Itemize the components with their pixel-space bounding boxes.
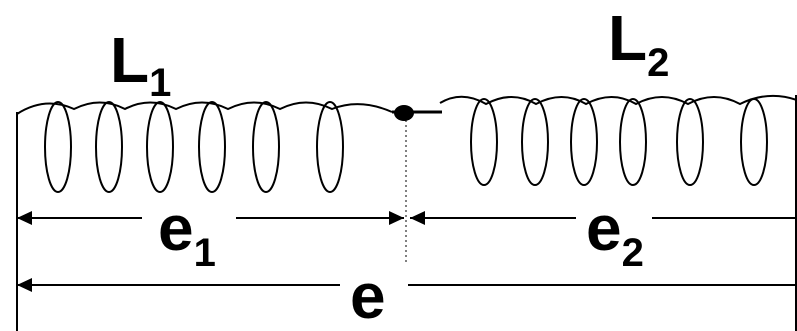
coil-l1-turn [146,101,174,193]
dimension-e2-label: e2 [586,192,644,275]
dimension-e2 [410,211,796,225]
coil-l2-turn [570,98,598,186]
dimension-e-total [17,278,796,292]
coil-l1-turn [198,101,226,193]
dimension-e1 [17,211,404,225]
coil-l2-turn [740,98,768,186]
dimension-e-label: e [350,260,386,331]
coil-l2-letter: L [608,2,647,74]
coil-l1 [16,101,393,193]
coil-l2-top-loops [439,94,797,106]
coil-l1-label: L1 [110,24,171,105]
dimension-e1-letter: e [158,192,194,264]
dimension-e1-subscript: 1 [194,231,216,275]
coil-l1-turn [252,101,280,193]
coil-l1-subscript: 1 [149,61,171,105]
coil-l1-turn [44,101,72,193]
dimension-e1-label: e1 [158,192,216,275]
dimension-e-arrow-left [17,278,32,292]
coil-l2-turn [470,98,498,186]
dimension-e2-letter: e [586,192,622,264]
coil-l1-letter: L [110,24,149,96]
coil-l2 [439,94,797,186]
coil-l2-turn [676,98,704,186]
dimension-e1-arrow-right [389,211,404,225]
coil-l2-subscript: 2 [647,41,669,85]
coil-l2-label: L2 [608,2,669,85]
coil-l1-turn [95,101,123,193]
coil-l2-turn [521,98,549,186]
coil-l2-turn [619,98,647,186]
dimension-e2-subscript: 2 [622,231,644,275]
dimension-e2-arrow-left [410,211,425,225]
dimension-e1-arrow-left [17,211,32,225]
coil-l1-turn [316,101,344,193]
coil-l1-top-loops [16,101,393,115]
junction [392,105,442,121]
